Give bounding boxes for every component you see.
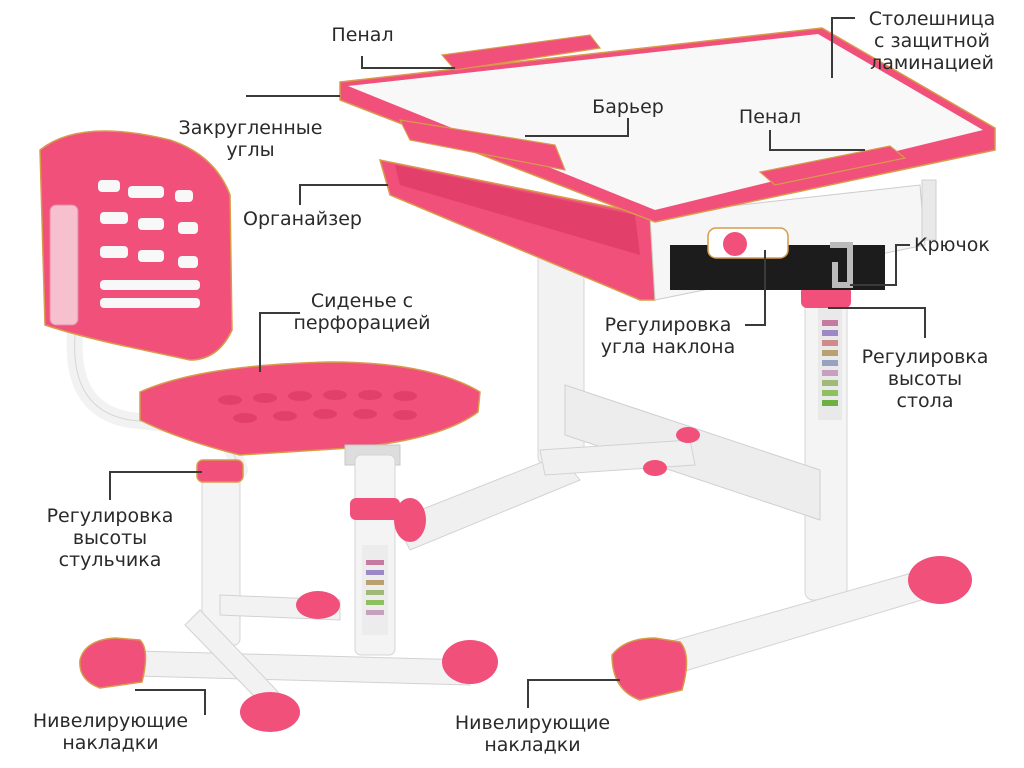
label-pencil-case-right: Пенал [738, 106, 802, 128]
leader-tabletop [831, 17, 855, 78]
leader-barrier [525, 118, 629, 137]
label-tabletop: Столешница с защитной ламинацией [868, 8, 996, 74]
desk-frame [394, 224, 972, 701]
leader-seat [259, 312, 300, 372]
leader-desk-height [828, 307, 926, 338]
label-barrier: Барьер [592, 96, 664, 118]
label-hook: Крючок [914, 234, 990, 256]
label-leveling-right: Нивелирующие накладки [454, 712, 611, 756]
label-leveling-left: Нивелирующие накладки [32, 710, 189, 754]
label-organizer: Органайзер [243, 208, 362, 230]
leader-leveling-left [135, 689, 206, 715]
label-tilt-adjust: Регулировка угла наклона [600, 314, 736, 358]
leader-pencil-right [769, 130, 865, 151]
leader-hook [850, 244, 910, 286]
leader-pencil-top [361, 56, 455, 69]
leader-tilt [745, 250, 766, 326]
chair [39, 130, 498, 732]
label-seat: Сиденье с перфорацией [293, 290, 431, 334]
leader-chair-height [109, 471, 202, 500]
label-desk-height: Регулировка высоты стола [861, 346, 989, 412]
leader-leveling-right [527, 679, 620, 708]
leader-lines [109, 17, 926, 715]
label-chair-height: Регулировка высоты стульчика [46, 505, 174, 571]
label-pencil-case-top: Пенал [331, 24, 394, 46]
leader-organizer [299, 184, 388, 205]
label-rounded-corners: Закругленные углы [178, 117, 323, 161]
